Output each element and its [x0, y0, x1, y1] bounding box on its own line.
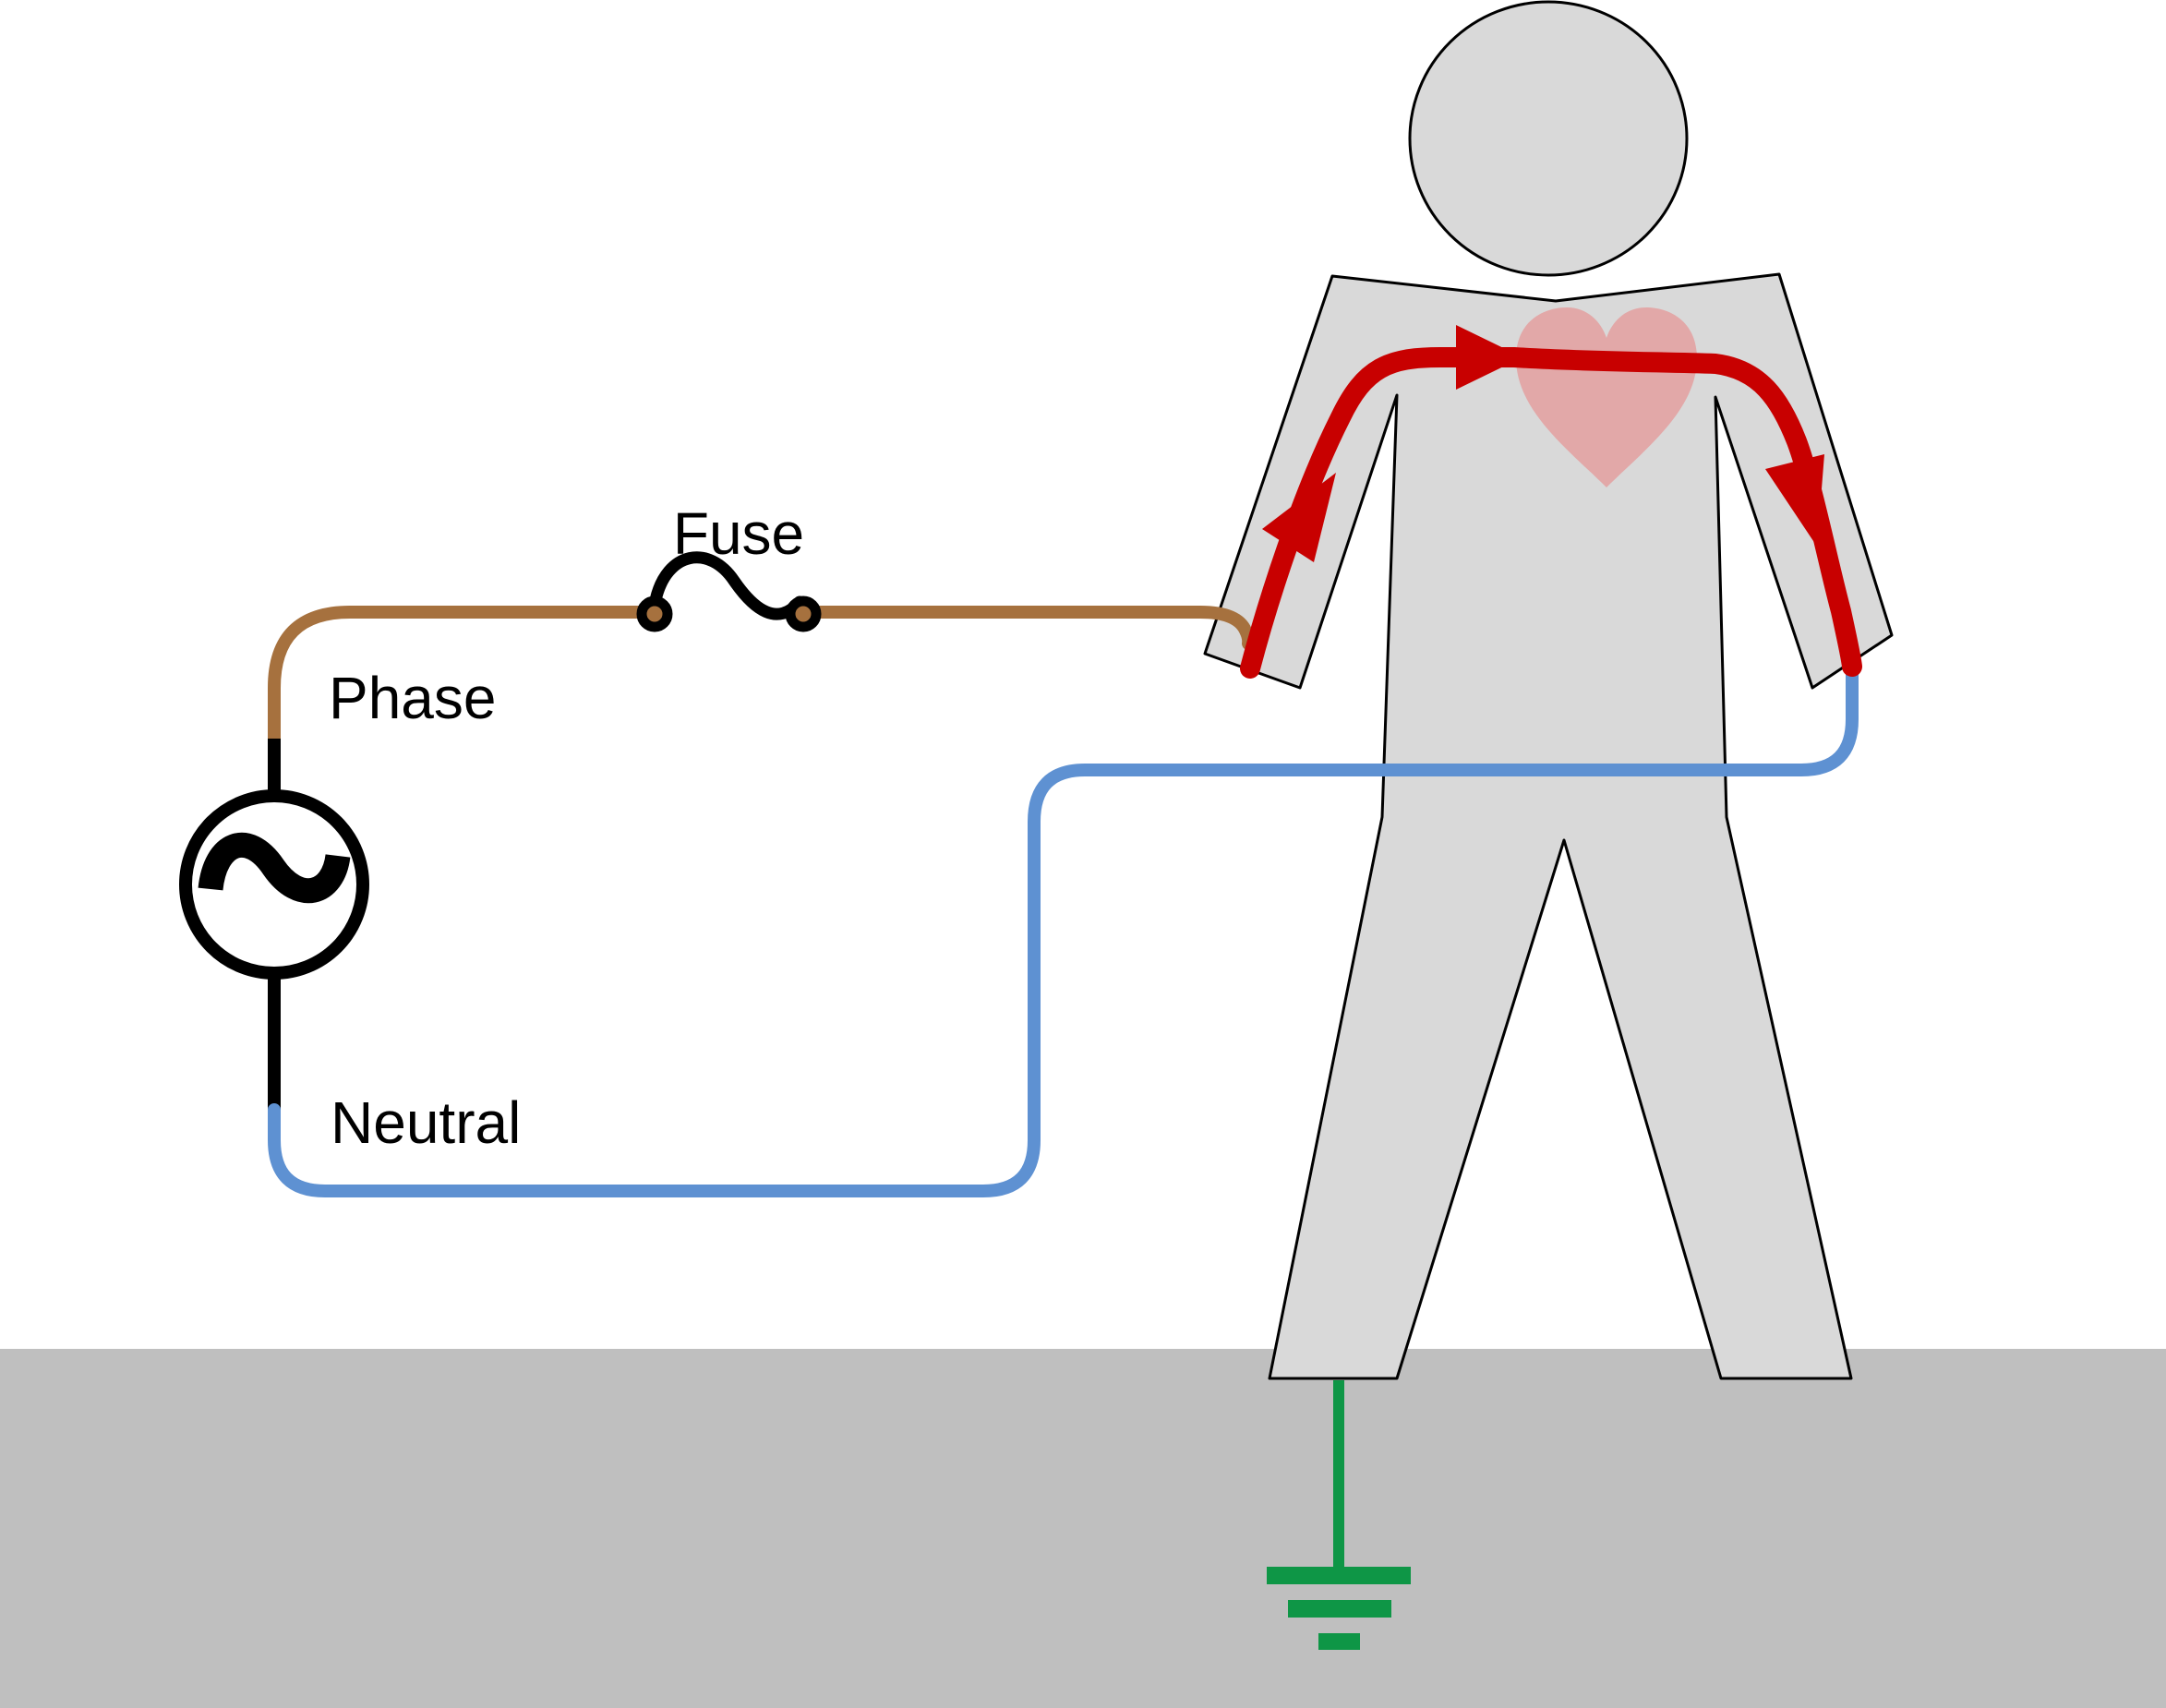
current-path	[1240, 347, 1862, 679]
ac-sine-wave	[198, 832, 351, 904]
fuse-element-wire	[649, 551, 806, 620]
earth-ground-icon	[1267, 1380, 1411, 1650]
ac-source-icon	[179, 739, 369, 1113]
earth-bar-short	[1318, 1633, 1360, 1650]
current-path-group	[1240, 325, 1862, 679]
phase-wire-left-segment	[268, 606, 644, 751]
earth-stem	[1333, 1380, 1344, 1574]
current-arrow-icon-arm-right	[1765, 454, 1824, 547]
fuse-label: Fuse	[673, 500, 804, 567]
neutral-label: Neutral	[331, 1089, 521, 1156]
person-head	[1408, 0, 1689, 277]
fuse-icon	[636, 551, 822, 632]
person-body	[1203, 272, 1894, 1380]
earth-bar-medium	[1288, 1600, 1391, 1618]
neutral-wire	[268, 665, 1859, 1197]
earth-bar-long	[1267, 1567, 1411, 1584]
fuse-terminal-left	[636, 595, 673, 632]
ground-surface	[0, 1349, 2166, 1708]
current-arrow-icon-chest	[1456, 325, 1522, 390]
phase-label: Phase	[329, 665, 496, 731]
person-figure	[1203, 0, 1894, 1380]
fuse-terminal-right	[785, 595, 822, 632]
current-arrow-icon-forearm-left	[1262, 473, 1336, 562]
